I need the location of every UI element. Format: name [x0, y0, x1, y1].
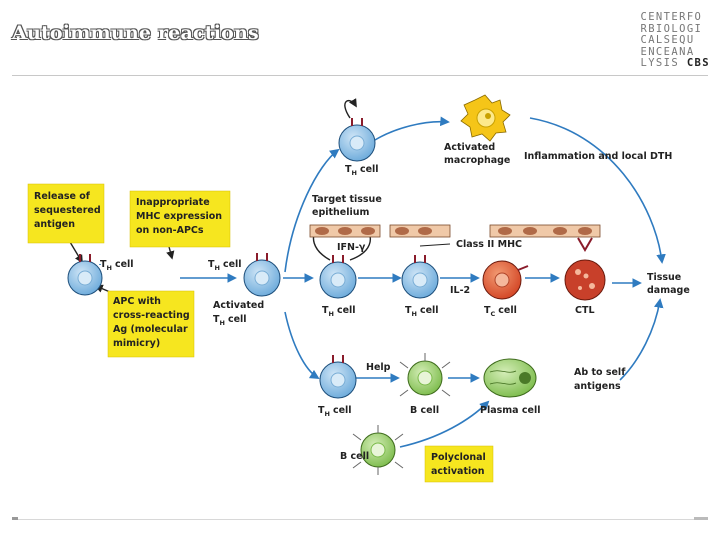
title-divider	[12, 75, 708, 76]
label-class2-mhc: Class II MHC	[456, 239, 522, 250]
th-cell-lower	[319, 355, 357, 399]
box-text: cross-reacting	[113, 310, 190, 321]
epithelium-tissue-3	[489, 224, 601, 252]
label-help: Help	[366, 362, 391, 373]
box-inappropriate-mhc: Inappropriate MHC expression on non-APCs	[129, 190, 231, 248]
box-text: MHC expression	[136, 211, 222, 222]
label-ctl: CTL	[575, 305, 595, 316]
logo-line: ENCEANA	[640, 45, 695, 58]
box-text: antigen	[34, 219, 75, 230]
th-cell-upper	[338, 118, 376, 162]
slide-title: Autoimmune reactions	[12, 22, 259, 44]
box-text: APC with	[113, 296, 161, 307]
label-tissue-damage: Tissue damage	[647, 272, 690, 296]
svg-text:Ab to self: Ab to self	[574, 367, 626, 378]
svg-text:Target tissue: Target tissue	[312, 194, 382, 205]
arrow-macrophage-to-damage	[529, 117, 666, 264]
svg-text:Activated: Activated	[213, 300, 264, 311]
logo-line: CALSEQU	[640, 34, 695, 46]
box-text: Polyclonal	[431, 452, 486, 463]
svg-text:Tissue: Tissue	[647, 272, 681, 283]
box-text: sequestered	[34, 205, 101, 216]
macrophage-cell	[460, 94, 511, 142]
logo-line: RBIOLOGI	[640, 22, 703, 35]
logo-line: LYSIS CBS	[640, 57, 710, 69]
activated-th-cell	[243, 253, 281, 297]
box-polyclonal-activation: Polyclonal activation	[424, 445, 494, 483]
svg-text:damage: damage	[647, 285, 690, 296]
box-text: Release of	[34, 191, 91, 202]
box-text: mimicry)	[113, 338, 160, 349]
footer-mark-right	[694, 517, 708, 520]
logo-line: CENTERFO	[640, 11, 703, 23]
box-text: activation	[431, 466, 485, 477]
arrow-plasma-to-damage	[619, 298, 664, 381]
box-apc-mimicry: APC with cross-reacting Ag (molecular mi…	[107, 290, 195, 358]
th-cell-class2	[401, 255, 439, 299]
arrow-upper-th-loop	[344, 98, 357, 119]
label-activated-macrophage: Activated macrophage	[444, 142, 510, 166]
class2-pointer	[419, 243, 451, 247]
svg-text:epithelium: epithelium	[312, 207, 370, 218]
label-inflammation: Inflammation and local DTH	[524, 151, 672, 162]
th-cell-left	[67, 254, 103, 296]
logo-bold: CBS	[686, 57, 710, 69]
label-plasma-cell: Plasma cell	[480, 405, 541, 416]
label-b-cell: B cell	[410, 405, 439, 416]
ctl-cell	[564, 259, 606, 301]
b-cell-bottom	[352, 425, 404, 475]
footer-mark-left	[12, 517, 18, 520]
cbs-logo: CENTERFO RBIOLOGI CALSEQU ENCEANA LYSIS …	[640, 11, 710, 70]
th-cell-ifn	[319, 255, 357, 299]
box-text: Inappropriate	[136, 197, 210, 208]
b-cell-help	[399, 353, 451, 397]
label-ifn-gamma: IFN-γ	[337, 242, 366, 253]
tc-cell	[482, 260, 529, 300]
label-target-tissue: Target tissue epithelium	[312, 194, 382, 218]
label-ab-self: Ab to self antigens	[574, 367, 626, 392]
svg-text:antigens: antigens	[574, 381, 621, 392]
label-il2: IL-2	[450, 285, 470, 296]
epithelium-tissue-2	[389, 224, 451, 238]
arrow-to-lower-th	[284, 311, 320, 380]
box-release-antigen: Release of sequestered antigen	[27, 183, 105, 244]
svg-text:Activated: Activated	[444, 142, 495, 153]
arrow-th-to-macrophage	[374, 116, 450, 141]
box-text: on non-APCs	[136, 225, 204, 236]
label-b-cell-bottom: B cell	[340, 451, 369, 462]
svg-text:macrophage: macrophage	[444, 155, 510, 166]
footer-divider	[12, 519, 708, 520]
epithelium-tissue-1	[309, 224, 381, 238]
arrow-polyclonal	[399, 400, 490, 448]
arrow-to-upper-th	[284, 148, 340, 273]
box-text: Ag (molecular	[113, 324, 188, 335]
plasma-cell	[483, 358, 537, 398]
